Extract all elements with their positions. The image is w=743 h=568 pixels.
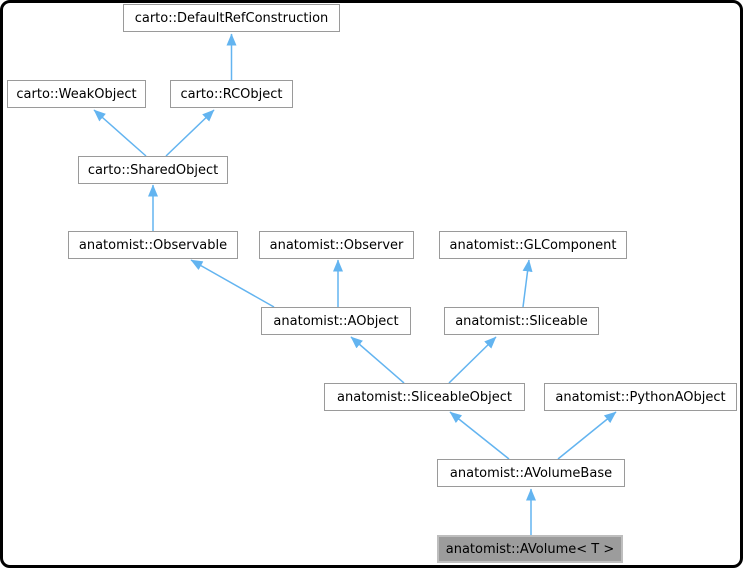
node-anatomist-avolume-current: anatomist::AVolume< T > [437,535,623,563]
node-anatomist-pythonaobject[interactable]: anatomist::PythonAObject [544,383,737,411]
edge-carto-sharedobject-to-carto-rcobject [165,109,215,157]
node-anatomist-observer[interactable]: anatomist::Observer [259,231,414,259]
edge-anatomist-avolumebase-to-anatomist-sliceableobject [449,411,510,460]
node-carto-rcobject[interactable]: carto::RCObject [170,80,293,108]
edge-anatomist-sliceableobject-to-anatomist-aobject [350,336,405,384]
node-anatomist-sliceable[interactable]: anatomist::Sliceable [444,307,599,335]
node-anatomist-sliceableobject[interactable]: anatomist::SliceableObject [324,383,525,411]
edge-anatomist-sliceableobject-to-anatomist-sliceable [448,336,497,384]
node-anatomist-glcomponent[interactable]: anatomist::GLComponent [439,231,627,259]
node-anatomist-aobject[interactable]: anatomist::AObject [261,307,411,335]
node-anatomist-observable[interactable]: anatomist::Observable [68,231,238,259]
node-carto-sharedobject[interactable]: carto::SharedObject [78,156,228,184]
node-carto-defaultrefconstruction[interactable]: carto::DefaultRefConstruction [123,4,340,32]
edge-anatomist-sliceable-to-anatomist-glcomponent [522,259,533,308]
edge-anatomist-aobject-to-anatomist-observable [190,259,275,308]
node-anatomist-avolumebase[interactable]: anatomist::AVolumeBase [437,459,625,487]
edge-anatomist-avolumebase-to-anatomist-pythonaobject [557,411,617,460]
edge-carto-sharedobject-to-carto-weakobject [93,109,147,157]
node-carto-weakobject[interactable]: carto::WeakObject [7,80,146,108]
